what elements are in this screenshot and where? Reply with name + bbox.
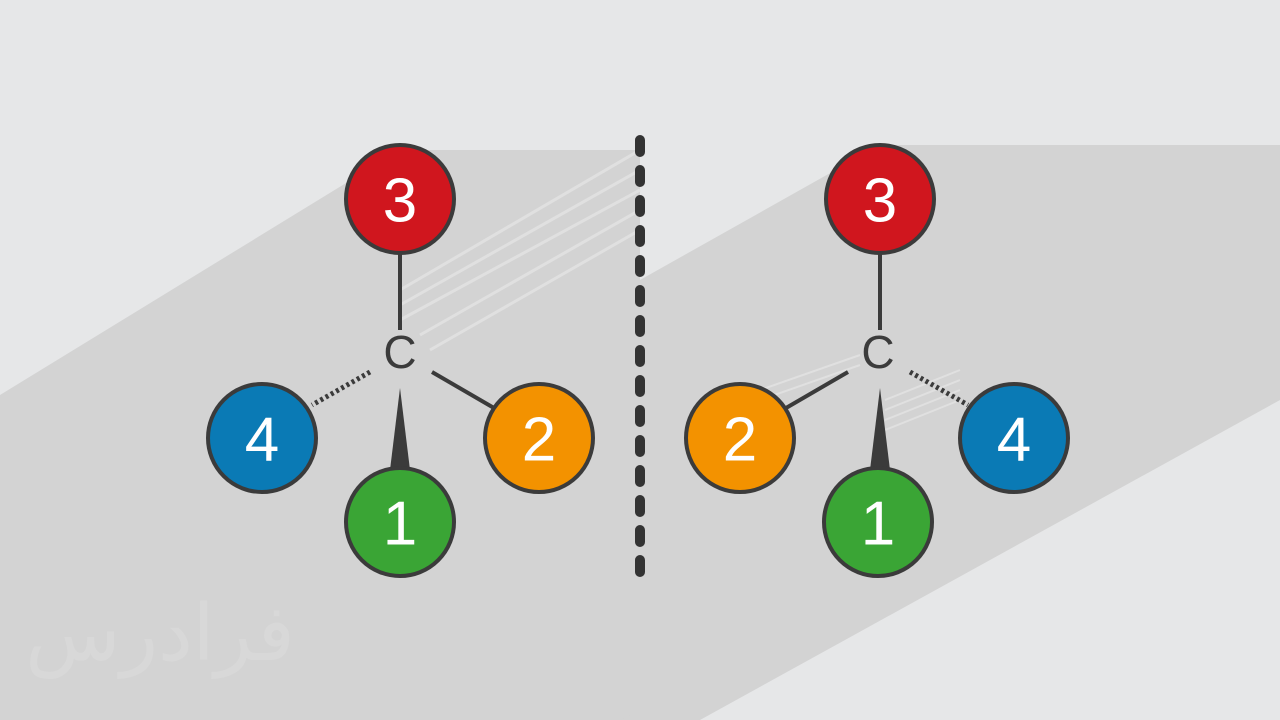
left-atom-4: 4 — [206, 382, 318, 494]
left-atom-4-label: 4 — [245, 406, 279, 475]
left-shadow-streaks — [399, 148, 641, 352]
left-atom-1-label: 1 — [383, 490, 417, 559]
left-atom-1: 1 — [344, 466, 456, 578]
left-bond-dashed — [310, 369, 372, 408]
right-atom-2-label: 2 — [723, 406, 757, 475]
left-shadow — [0, 150, 640, 720]
right-bond-left — [784, 370, 850, 410]
left-carbon-label: C — [383, 326, 416, 378]
left-molecule: C 3 4 2 1 — [206, 143, 595, 578]
right-atom-1-label: 1 — [861, 490, 895, 559]
right-carbon-label: C — [861, 326, 894, 378]
right-atom-4-label: 4 — [997, 406, 1031, 475]
right-atom-2: 2 — [684, 382, 796, 494]
left-atom-3: 3 — [344, 143, 456, 255]
left-bond-right — [430, 370, 496, 410]
watermark-logo: فرادرس — [25, 589, 295, 680]
left-bond-wedge — [390, 388, 410, 470]
right-atom-3: 3 — [824, 143, 936, 255]
left-atom-2-label: 2 — [522, 406, 556, 475]
left-atom-2: 2 — [483, 382, 595, 494]
right-bond-dashed — [908, 369, 970, 408]
right-bond-wedge — [870, 388, 890, 470]
right-molecule: C 3 2 4 1 — [684, 143, 1070, 578]
right-atom-4: 4 — [958, 382, 1070, 494]
left-atom-3-label: 3 — [383, 167, 417, 236]
right-atom-3-label: 3 — [863, 167, 897, 236]
right-atom-1: 1 — [822, 466, 934, 578]
